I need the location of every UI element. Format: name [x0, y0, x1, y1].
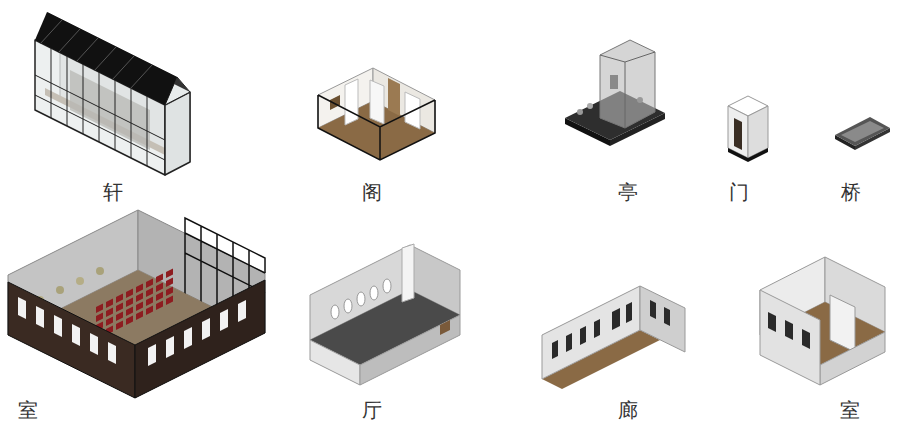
loft-illustration: [318, 68, 435, 160]
part-label: 桥: [841, 180, 861, 204]
hall-illustration: [310, 244, 460, 385]
part-label: 亭: [618, 180, 638, 204]
rooms-illustration: [760, 257, 885, 385]
part-label: 廊: [618, 398, 638, 422]
part-label: 室: [18, 398, 38, 422]
part-label: 厅: [362, 398, 382, 422]
part-label: 轩: [103, 180, 123, 204]
part-label: 阁: [362, 180, 382, 204]
bridge-illustration: [835, 117, 890, 150]
theatre-illustration: [8, 210, 265, 398]
part-label: 室: [840, 398, 860, 422]
pavilion-illustration: [35, 12, 190, 175]
part-label: 门: [729, 180, 749, 204]
kiosk-illustration: [565, 40, 665, 146]
gate-illustration: [728, 96, 768, 162]
corridor-illustration: [542, 286, 685, 389]
